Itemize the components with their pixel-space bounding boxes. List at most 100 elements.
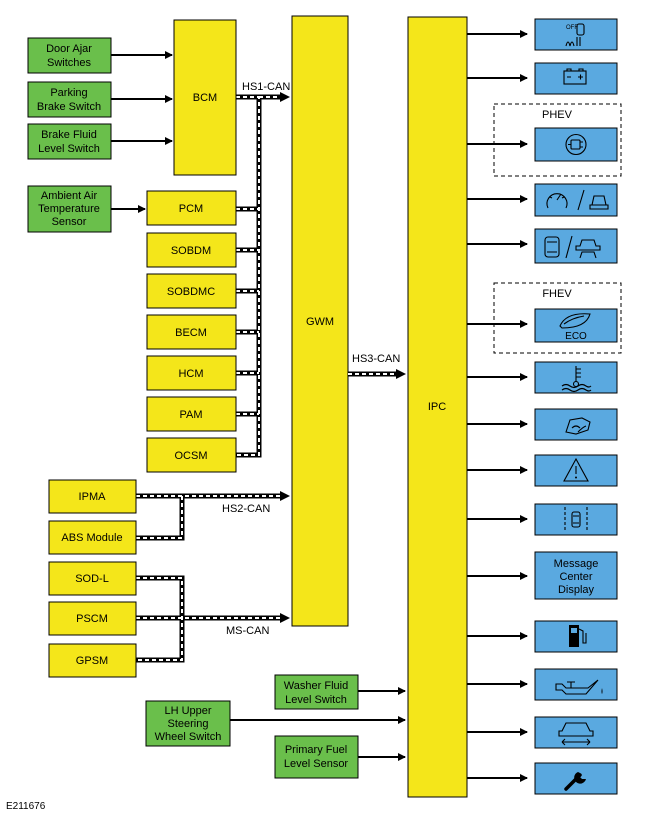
vehicle-lift-indicator: [534, 716, 618, 749]
parking-brake-label-1: Parking: [50, 87, 87, 99]
fuel-pump-icon: [569, 625, 587, 647]
ocsm-label: OCSM: [175, 450, 208, 462]
pcm-label: PCM: [179, 203, 203, 215]
hs2-can-bus: [136, 491, 290, 541]
becm-label: BECM: [175, 327, 207, 339]
pam-label: PAM: [179, 409, 202, 421]
parking-brake-switch-box: Parking Brake Switch: [27, 81, 112, 118]
ms-can-label: MS-CAN: [226, 625, 269, 637]
oil-pressure-icon: [555, 679, 603, 695]
cruise-driver-assist-icon: [546, 189, 609, 211]
door-ajar-switches-box: Door Ajar Switches: [27, 37, 112, 74]
slippery-road-indicator: [534, 408, 618, 441]
figure-id: E211676: [6, 801, 46, 812]
ms-can-bus: [136, 575, 290, 663]
abs-module-label: ABS Module: [61, 532, 122, 544]
ambient-air-label-3: Sensor: [52, 216, 87, 228]
warning-triangle-icon: [563, 457, 589, 482]
phev-label: PHEV: [542, 109, 573, 121]
washer-fluid-level-switch-box: Washer Fluid Level Switch: [274, 674, 359, 710]
eco-leaf-icon: ECO: [559, 313, 591, 342]
washer-fluid-label-1: Washer Fluid: [284, 680, 348, 692]
sobdmc-box: SOBDMC: [146, 273, 237, 309]
phev-group: PHEV: [493, 103, 622, 177]
message-center-label-1: Message: [554, 558, 599, 570]
ipc-label: IPC: [428, 401, 446, 413]
hcm-box: HCM: [146, 355, 237, 391]
plug-in-indicator: [534, 127, 618, 162]
becm-box: BECM: [146, 314, 237, 350]
gwm-label: GWM: [306, 316, 334, 328]
hs3-can-label: HS3-CAN: [352, 353, 400, 365]
bcm-box: BCM: [173, 19, 237, 176]
gwm-box: GWM: [291, 15, 349, 627]
pcm-box: PCM: [146, 190, 237, 226]
eco-indicator: ECO: [534, 308, 618, 343]
sobdm-label: SOBDM: [171, 245, 211, 257]
coolant-temperature-icon: [561, 366, 592, 393]
cruise-driver-assist-indicator: [534, 183, 618, 217]
ambient-air-temperature-sensor-box: Ambient Air Temperature Sensor: [27, 185, 112, 233]
battery-icon: [563, 68, 587, 85]
washer-fluid-label-2: Level Switch: [285, 694, 347, 706]
warning-triangle-indicator: [534, 454, 618, 487]
lh-upper-steering-wheel-switch-box: LH Upper Steering Wheel Switch: [145, 700, 231, 747]
ambient-air-label-1: Ambient Air: [41, 190, 98, 202]
steering-label-1: LH Upper: [164, 705, 211, 717]
message-center-label-2: Center: [559, 571, 592, 583]
brake-fluid-label-2: Level Switch: [38, 143, 100, 155]
sod-l-box: SOD-L: [48, 561, 137, 596]
eco-text: ECO: [565, 331, 587, 342]
ipma-label: IPMA: [79, 491, 107, 503]
fuel-level-label-1: Primary Fuel: [285, 744, 347, 756]
parking-brake-label-2: Brake Switch: [37, 101, 101, 113]
steering-label-2: Steering: [168, 718, 209, 730]
wrench-indicator: [534, 762, 618, 795]
ipc-output-arrows: [467, 30, 528, 782]
pscm-box: PSCM: [48, 601, 137, 636]
fuel-level-label-2: Level Sensor: [284, 758, 349, 770]
pscm-label: PSCM: [76, 613, 108, 625]
ambient-air-label-2: Temperature: [38, 203, 100, 215]
abs-module-box: ABS Module: [48, 520, 137, 555]
bcm-label: BCM: [193, 92, 217, 104]
slippery-road-icon: [565, 417, 591, 435]
oil-pressure-indicator: [534, 668, 618, 701]
hs1-can-label: HS1-CAN: [242, 81, 290, 93]
message-center-display: Message Center Display: [534, 551, 618, 600]
gpsm-box: GPSM: [48, 643, 137, 678]
brake-fluid-label-1: Brake Fluid: [41, 129, 97, 141]
plug-in-icon: [565, 133, 587, 156]
hcm-label: HCM: [178, 368, 203, 380]
ipma-box: IPMA: [48, 479, 137, 514]
ocsm-box: OCSM: [146, 437, 237, 473]
wrench-icon: [564, 772, 586, 791]
lane-keeping-indicator: [534, 503, 618, 536]
tcs-off-icon: OFF: [565, 23, 585, 47]
hs1-can-bus: [236, 92, 290, 458]
message-center-label-3: Display: [558, 584, 595, 596]
battery-indicator: [534, 62, 618, 95]
fuel-indicator: [534, 620, 618, 653]
ipc-box: IPC: [407, 16, 468, 798]
hs3-can-bus: [348, 369, 406, 379]
brake-fluid-level-switch-box: Brake Fluid Level Switch: [27, 123, 112, 160]
sod-l-label: SOD-L: [75, 573, 109, 585]
off-text: OFF: [566, 25, 578, 31]
coolant-temperature-indicator: [534, 361, 618, 394]
door-ajar-label-1: Door Ajar: [46, 43, 92, 55]
adaptive-cruise-icon: [544, 235, 601, 259]
primary-fuel-level-sensor-box: Primary Fuel Level Sensor: [274, 735, 359, 779]
fhev-label: FHEV: [542, 288, 572, 300]
steering-label-3: Wheel Switch: [155, 731, 222, 743]
hs2-can-label: HS2-CAN: [222, 503, 270, 515]
vehicle-lift-icon: [558, 722, 594, 746]
gpsm-label: GPSM: [76, 655, 108, 667]
pam-box: PAM: [146, 396, 237, 432]
adaptive-cruise-indicator: [534, 228, 618, 264]
lane-keeping-icon: [564, 507, 588, 532]
fhev-group: FHEV: [493, 282, 622, 354]
sobdmc-label: SOBDMC: [167, 286, 215, 298]
tcs-off-indicator: OFF: [534, 18, 618, 51]
